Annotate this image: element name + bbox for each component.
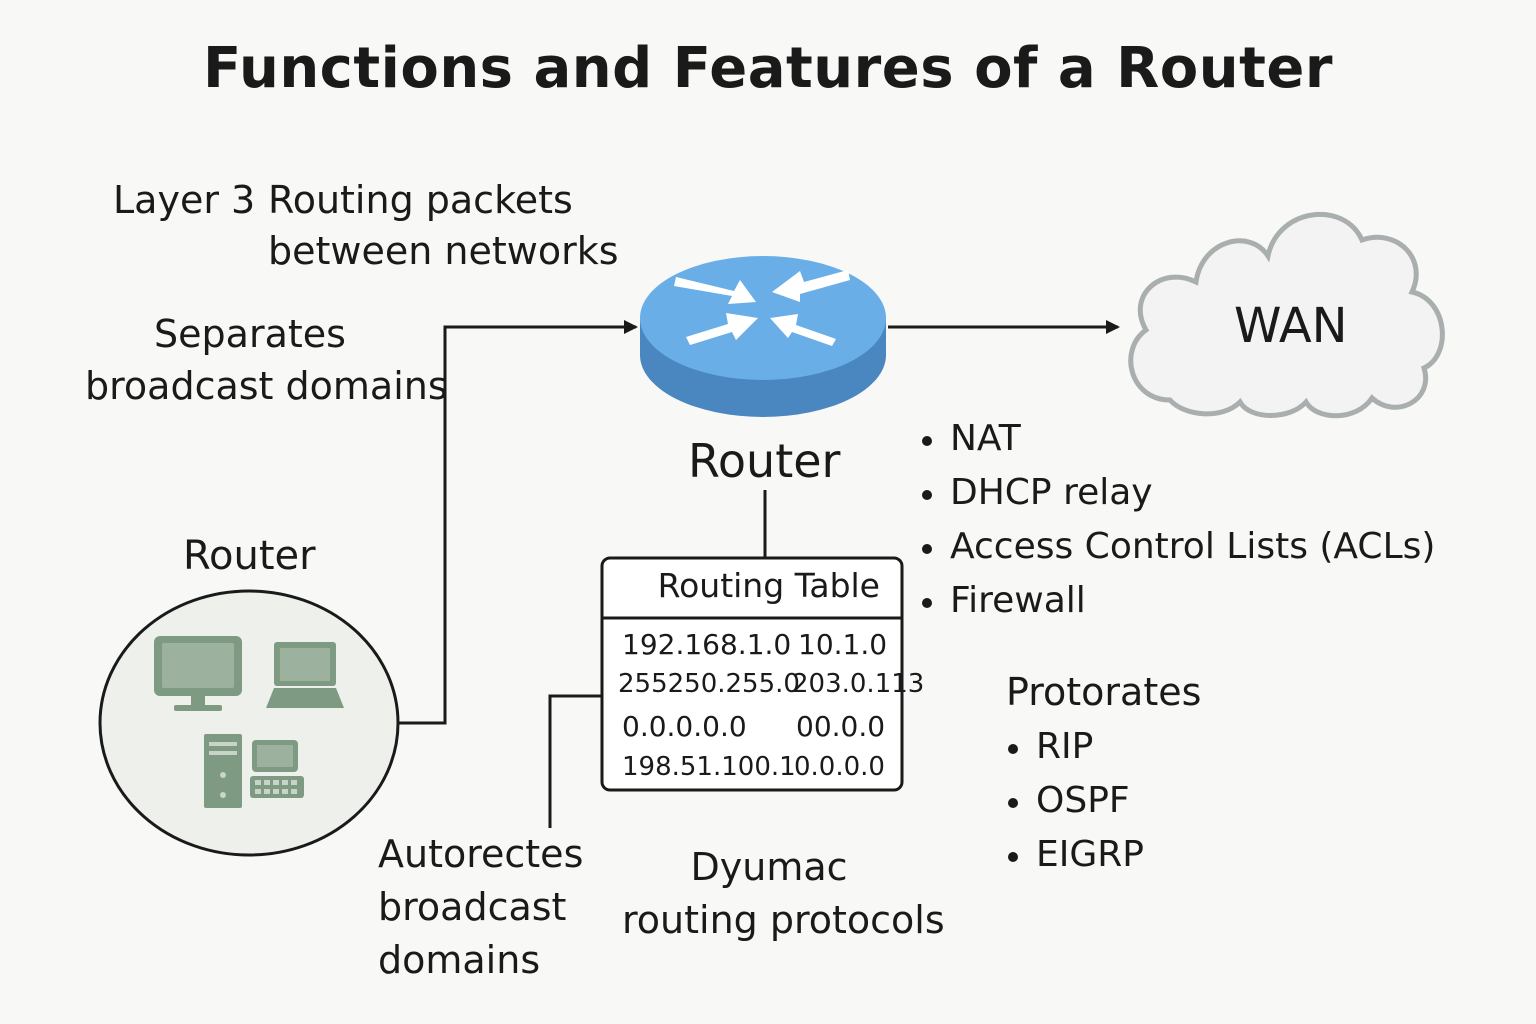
routing-table-cell: 192.168.1.0 bbox=[622, 628, 792, 661]
tower-pc-icon bbox=[204, 734, 242, 808]
lan-devices-icon bbox=[98, 589, 400, 857]
protocol-item: RIP bbox=[1006, 720, 1144, 774]
layer-desc-line1: Routing packets bbox=[268, 178, 573, 222]
protocol-item: OSPF bbox=[1006, 774, 1144, 828]
feature-item: Firewall bbox=[920, 574, 1435, 628]
routing-table-cell: 203.0.113 bbox=[792, 669, 925, 699]
routing-table-cell: 255250.255.0 bbox=[618, 669, 800, 699]
lan-to-router-connector bbox=[398, 320, 638, 725]
features-list: NAT DHCP relay Access Control Lists (ACL… bbox=[920, 412, 1435, 628]
workstation-icon bbox=[250, 740, 304, 798]
routing-table-cell: 198.51.100.1 bbox=[622, 752, 796, 782]
routing-table-cell: 0.0.0.0.0 bbox=[622, 710, 747, 743]
protocols-heading: Protorates bbox=[1006, 670, 1202, 714]
main-router-label: Router bbox=[688, 434, 841, 488]
layer-desc-line2: between networks bbox=[268, 229, 619, 273]
autorectes-line1: Autorectes bbox=[378, 832, 584, 876]
feature-item: Access Control Lists (ACLs) bbox=[920, 520, 1435, 574]
routing-table-header: Routing Table bbox=[657, 566, 880, 605]
routing-table-cell: 00.0.0 bbox=[796, 710, 886, 743]
router-icon bbox=[640, 256, 886, 417]
laptop-icon bbox=[266, 642, 344, 708]
lan-router-label: Router bbox=[183, 533, 316, 579]
routing-table-box bbox=[600, 556, 904, 792]
routing-table-cell: 10.1.0 bbox=[798, 628, 888, 661]
wan-cloud-icon bbox=[1128, 212, 1445, 419]
separates-line1: Separates bbox=[154, 312, 346, 356]
feature-item: DHCP relay bbox=[920, 466, 1435, 520]
separates-line2: broadcast domains bbox=[85, 364, 448, 408]
layer-label: Layer 3 bbox=[113, 178, 256, 222]
desktop-monitor-icon bbox=[154, 636, 242, 711]
routing-table-cell: 0.0.0.0 bbox=[794, 752, 885, 782]
page-title: Functions and Features of a Router bbox=[202, 36, 1334, 101]
autorectes-line2: broadcast bbox=[378, 885, 567, 929]
protocols-list: RIP OSPF EIGRP bbox=[1006, 720, 1144, 882]
feature-item: NAT bbox=[920, 412, 1435, 466]
autorectes-line3: domains bbox=[378, 938, 541, 982]
table-to-label-connector bbox=[548, 694, 602, 828]
dynamic-line1: Dyumac bbox=[690, 845, 848, 889]
protocol-item: EIGRP bbox=[1006, 828, 1144, 882]
dynamic-line2: routing protocols bbox=[622, 898, 945, 942]
wan-label: WAN bbox=[1234, 298, 1348, 354]
